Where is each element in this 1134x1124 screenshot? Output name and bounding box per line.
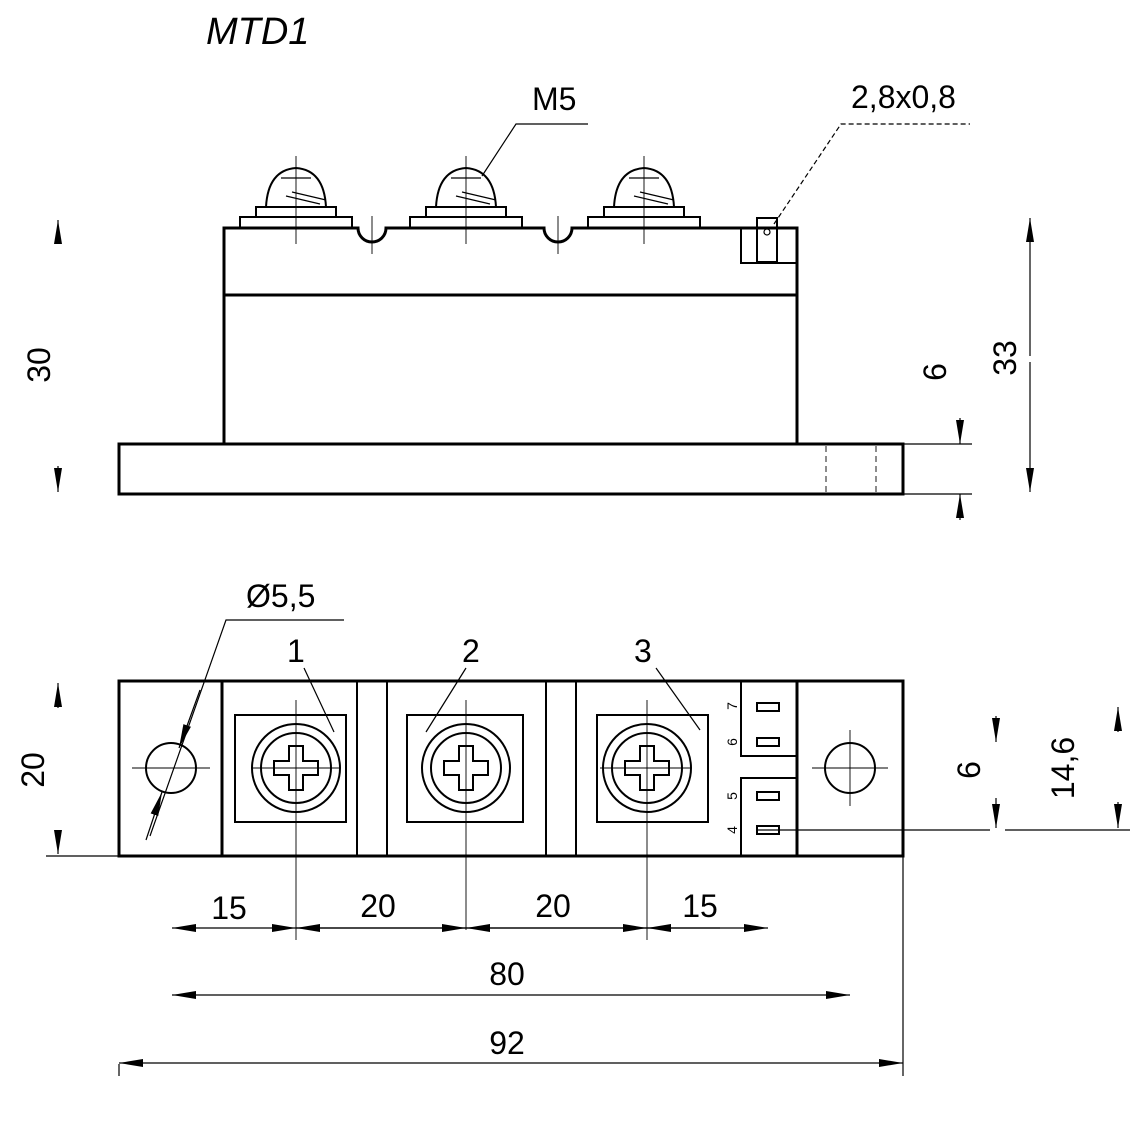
dim-20-a-text: 20 — [360, 888, 396, 924]
dim-33-text: 33 — [987, 340, 1023, 376]
dim-total-length: 92 — [118, 1025, 903, 1076]
pin-6-label: 6 — [724, 738, 740, 746]
pin-5-label: 5 — [724, 792, 740, 800]
m5-leader — [481, 123, 588, 177]
control-tab-socket — [740, 228, 797, 264]
dim-6-base-text: 6 — [917, 363, 953, 381]
terminal-top-3 — [596, 714, 709, 823]
terminal-top-1 — [234, 714, 347, 823]
dim-30-text: 30 — [21, 347, 57, 383]
dim-hole-spacing: 80 — [172, 956, 850, 999]
dim-side-height: 30 — [21, 220, 62, 492]
drawing-title: MTD1 — [206, 11, 309, 53]
dim-20-width-text: 20 — [15, 752, 51, 788]
terminal-2-label: 2 — [462, 633, 480, 669]
dim-total-height: 33 — [987, 218, 1034, 492]
dim-80-text: 80 — [489, 956, 525, 992]
dim-92-text: 92 — [489, 1025, 525, 1061]
dim-pin-span: 14,6 — [1005, 707, 1130, 831]
terminal-3-label: 3 — [634, 633, 652, 669]
dim-15-right-text: 15 — [682, 888, 718, 924]
base-plate — [117, 442, 905, 496]
screw-head-side-3 — [587, 156, 701, 244]
dim-base-thickness: 6 — [903, 363, 972, 520]
dim-pin-pitch: 6 — [757, 716, 1000, 831]
top-view: 1 2 3 7 6 5 4 Ø5,5 20 6 — [15, 578, 1130, 1076]
hole-diameter-label: Ø5,5 — [246, 578, 315, 614]
tab-size-label: 2,8x0,8 — [851, 79, 956, 115]
dim-width: 20 — [15, 683, 119, 857]
screw-head-side-1 — [239, 156, 353, 244]
screw-head-side-2 — [409, 156, 523, 244]
m5-label: M5 — [532, 81, 576, 117]
side-view: M5 2,8x0,8 30 6 33 — [21, 79, 1034, 520]
pin-4-label: 4 — [724, 826, 740, 834]
terminal-1-label: 1 — [287, 633, 305, 669]
module-body — [222, 226, 799, 444]
terminal-top-2 — [406, 714, 524, 823]
pin-7-label: 7 — [724, 702, 740, 710]
dim-6-pin-text: 6 — [951, 761, 987, 779]
dim-14-6-text: 14,6 — [1045, 737, 1081, 799]
dim-chain: 15 20 20 15 — [172, 856, 904, 1076]
dim-20-b-text: 20 — [535, 888, 571, 924]
top-outline — [117, 679, 905, 858]
hole-leader — [149, 619, 344, 837]
control-tab — [756, 217, 778, 263]
tab-leader — [773, 123, 970, 225]
dim-15-left-text: 15 — [211, 890, 247, 926]
